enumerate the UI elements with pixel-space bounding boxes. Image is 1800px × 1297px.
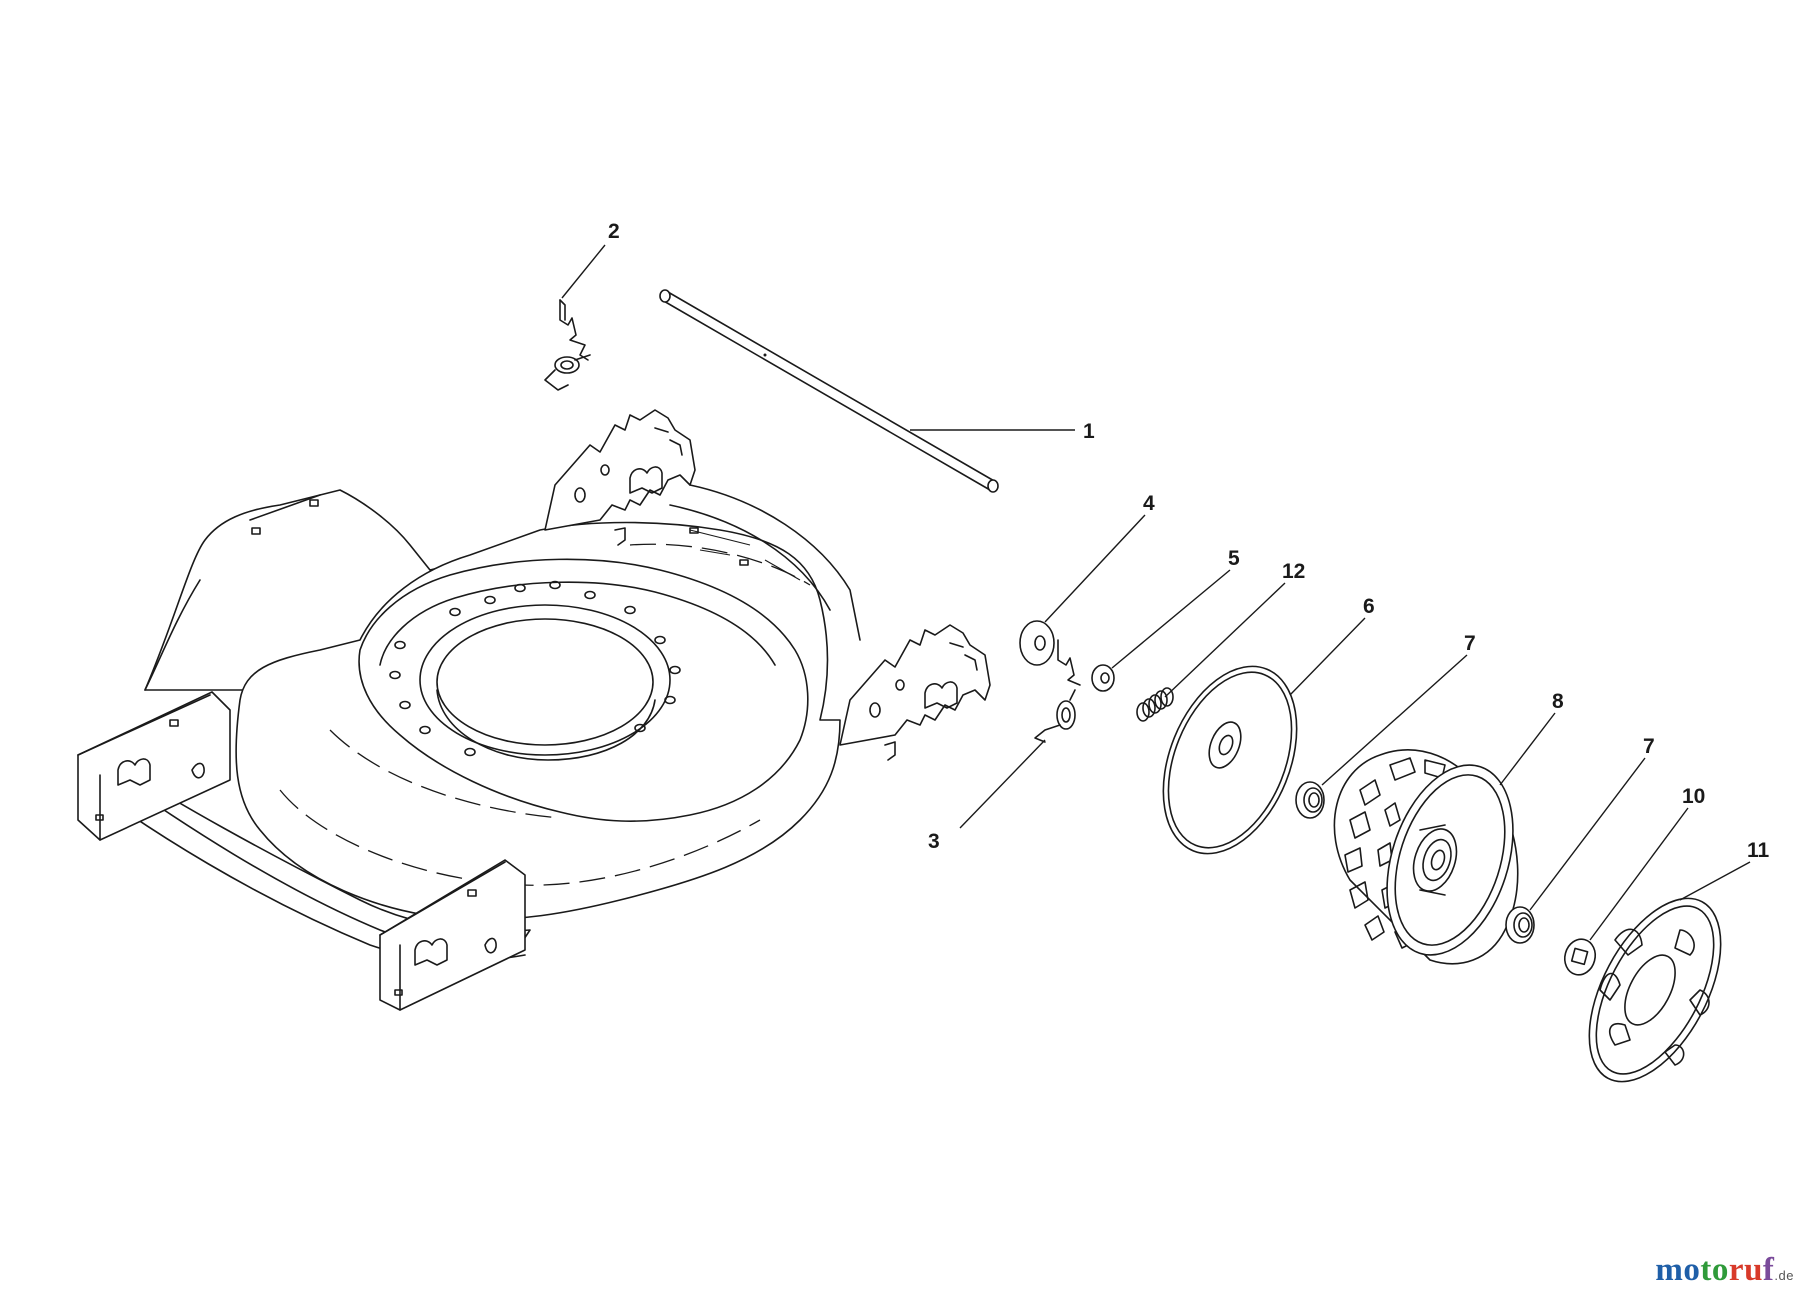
leader-3 xyxy=(959,739,1046,829)
watermark-part-2: to xyxy=(1700,1252,1729,1288)
retaining-clip xyxy=(1563,938,1597,976)
callout-11: 11 xyxy=(1747,839,1770,862)
watermark-tld: .de xyxy=(1774,1268,1794,1283)
leader-12 xyxy=(1164,582,1286,698)
callout-labels: 1 2 3 4 5 12 6 7 8 7 10 11 xyxy=(608,220,1770,862)
torsion-spring-upper xyxy=(544,299,591,391)
watermark-part-4: f xyxy=(1762,1252,1775,1288)
wheel-cover-disc xyxy=(1162,665,1298,855)
motoruf-watermark-logo: motoruf.de xyxy=(1655,1252,1794,1289)
callout-7b: 7 xyxy=(1643,735,1655,758)
compression-spring xyxy=(1136,687,1174,722)
callout-3: 3 xyxy=(928,830,940,853)
callout-4: 4 xyxy=(1143,492,1155,515)
leader-7a xyxy=(1321,654,1468,786)
callout-5: 5 xyxy=(1228,547,1240,570)
leader-11 xyxy=(1679,861,1751,901)
leader-10 xyxy=(1589,807,1689,941)
callout-7a: 7 xyxy=(1464,632,1476,655)
watermark-part-3: ru xyxy=(1728,1252,1763,1288)
washer xyxy=(1019,620,1055,666)
callout-12: 12 xyxy=(1282,560,1305,583)
leader-4 xyxy=(1044,514,1146,623)
leader-5 xyxy=(1111,569,1231,669)
wheel-bearing-inner xyxy=(1295,781,1325,819)
axle-rod xyxy=(659,289,999,493)
callout-2: 2 xyxy=(608,220,620,243)
leader-8 xyxy=(1499,712,1556,786)
callout-1: 1 xyxy=(1083,420,1095,443)
mower-deck xyxy=(77,409,991,1011)
wheel-bearing-outer xyxy=(1505,906,1535,944)
leader-6 xyxy=(1289,617,1366,696)
small-washer xyxy=(1091,664,1115,692)
callout-8: 8 xyxy=(1552,690,1564,713)
callout-10: 10 xyxy=(1682,785,1705,808)
torsion-spring-lower xyxy=(1034,639,1081,743)
hub-cap xyxy=(1588,897,1722,1083)
leader-2 xyxy=(561,244,606,299)
callout-6: 6 xyxy=(1363,595,1375,618)
wheel xyxy=(1333,749,1519,965)
deck-mounting-holes xyxy=(389,580,681,757)
watermark-part-1: mo xyxy=(1655,1252,1701,1288)
leader-7b xyxy=(1529,757,1646,911)
callout-leaders xyxy=(561,244,1751,941)
